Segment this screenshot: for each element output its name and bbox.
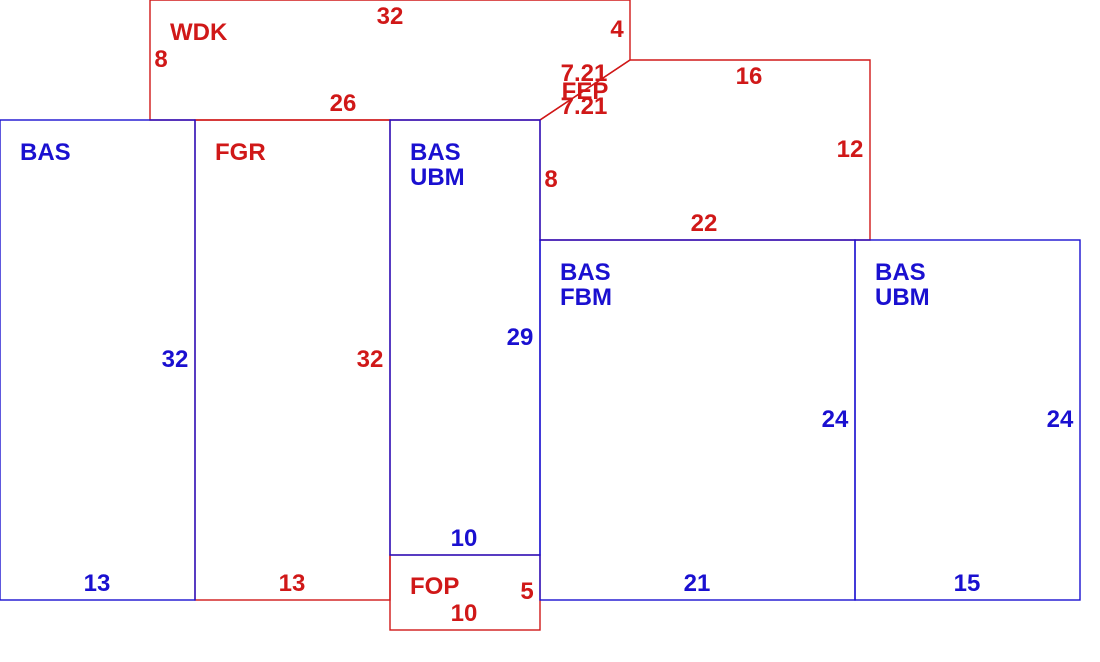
fop-label: FOP bbox=[410, 573, 459, 600]
fep-dim-right: 12 bbox=[837, 136, 864, 163]
wdk-dim-left: 8 bbox=[154, 46, 167, 73]
bas-ubm-mid-dim-bottom: 10 bbox=[451, 525, 478, 552]
bas-ubm-right-dim-bottom: 15 bbox=[954, 570, 981, 597]
fep-dim-diag2: 7.21 bbox=[561, 93, 608, 120]
wdk-label: WDK bbox=[170, 19, 228, 46]
bas-ubm-right-dim-right: 24 bbox=[1047, 406, 1074, 433]
bas-ubm-mid-label1: BAS bbox=[410, 139, 461, 166]
bas-left-dim-bottom: 13 bbox=[84, 570, 111, 597]
bas-ubm-right-area-outline bbox=[854, 239, 1081, 601]
fop-dim-right: 5 bbox=[520, 578, 533, 605]
fep-dim-bottom: 22 bbox=[691, 210, 718, 237]
bas-fbm-label2: FBM bbox=[560, 284, 612, 311]
bas-ubm-mid-label2: UBM bbox=[410, 164, 465, 191]
bas-fbm-label1: BAS bbox=[560, 259, 611, 286]
fep-dim-top: 16 bbox=[736, 63, 763, 90]
fep-dim-left: 8 bbox=[544, 166, 557, 193]
bas-ubm-mid-dim-right: 29 bbox=[507, 324, 534, 351]
bas-ubm-right-label2: UBM bbox=[875, 284, 930, 311]
fep-dim-diag1: 7.21 bbox=[561, 60, 608, 87]
bas-fbm-dim-right: 24 bbox=[822, 406, 849, 433]
wdk-dim-right: 4 bbox=[610, 16, 624, 43]
bas-left-label: BAS bbox=[20, 139, 71, 166]
bas-fbm-dim-bottom: 21 bbox=[684, 570, 711, 597]
bas-left-dim-right: 32 bbox=[162, 346, 189, 373]
fop-dim-bottom: 10 bbox=[451, 600, 478, 627]
fep-label: FEP bbox=[562, 78, 609, 105]
bas-left-area-outline bbox=[0, 119, 196, 601]
wdk-dim-bottom: 26 bbox=[330, 90, 357, 117]
fgr-dim-right: 32 bbox=[357, 346, 384, 373]
bas-ubm-right-label1: BAS bbox=[875, 259, 926, 286]
fgr-dim-bottom: 13 bbox=[279, 570, 306, 597]
wdk-dim-top: 32 bbox=[377, 3, 404, 30]
fgr-label: FGR bbox=[215, 139, 266, 166]
